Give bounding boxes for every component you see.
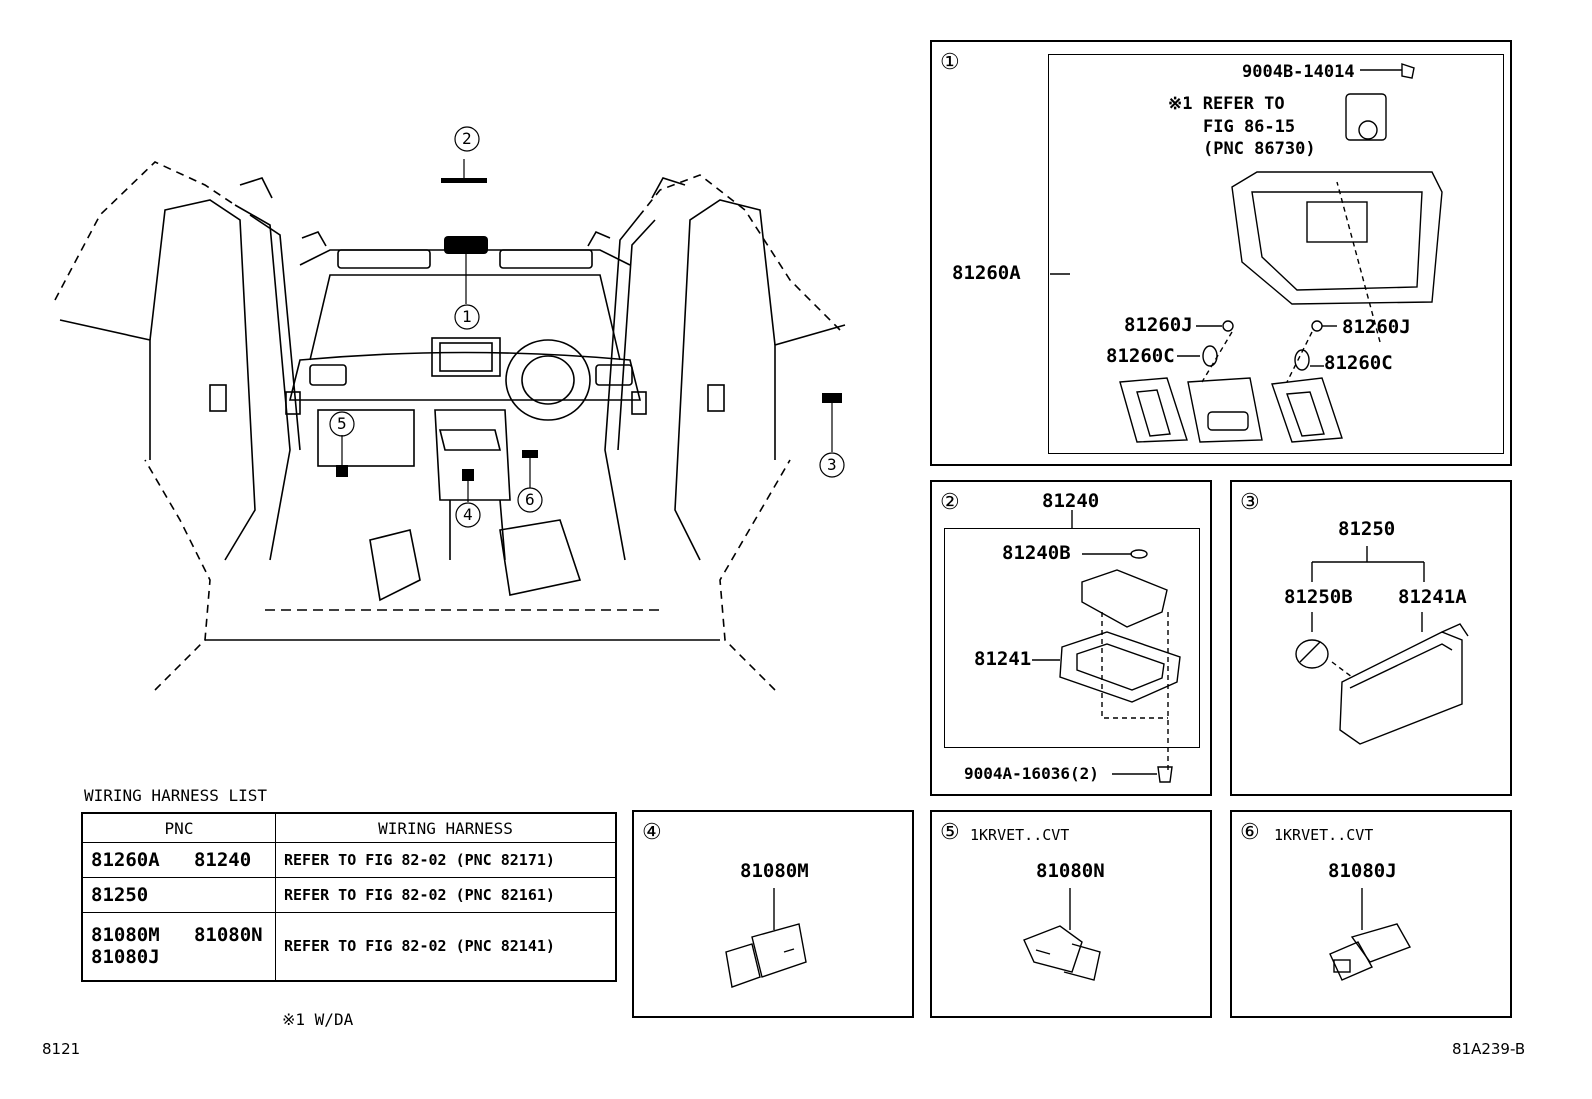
- row-pnc: 81260A 81240: [81, 842, 276, 878]
- panel-2: ② 81240 81240B 81241 9004A-16036(2): [930, 480, 1212, 796]
- label-81260C-left: 81260C: [1106, 345, 1175, 367]
- label-81240: 81240: [1042, 490, 1100, 512]
- harness-table: PNC WIRING HARNESS 81260A 81240 REFER TO…: [81, 812, 617, 982]
- panel-3: ③ 81250 81250B 81241A: [1230, 480, 1512, 796]
- panel-5-number: ⑤: [940, 820, 960, 845]
- panel-4-number: ④: [642, 820, 662, 845]
- interior-overview-drawing: [54, 126, 846, 691]
- harness-list-title: WIRING HARNESS LIST: [84, 786, 268, 805]
- page-code-right: 81A239-B: [1452, 1040, 1526, 1058]
- label-81250B: 81250B: [1284, 586, 1353, 608]
- row-pnc: 81250: [81, 876, 276, 913]
- table-row: 81260A 81240 REFER TO FIG 82-02 (PNC 821…: [81, 842, 617, 878]
- row-ref-text: REFER TO FIG 82-02: [284, 885, 447, 904]
- room-lamp-drawing: [1032, 510, 1181, 783]
- panel-2-inner-frame: [944, 528, 1200, 748]
- table-row: 81250 REFER TO FIG 82-02 (PNC 82161): [81, 876, 617, 913]
- page-code-left: 8121: [42, 1040, 81, 1058]
- row-ref: REFER TO FIG 82-02 (PNC 82141): [275, 911, 617, 982]
- label-81241: 81241: [974, 648, 1032, 670]
- label-81260C-right: 81260C: [1324, 352, 1393, 374]
- panel-3-number: ③: [1240, 490, 1260, 515]
- panel-5: ⑤ 1KRVET..CVT 81080N: [930, 810, 1212, 1018]
- note-refer-line2: FIG 86-15: [1203, 117, 1296, 137]
- luggage-lamp-drawing: [1295, 546, 1469, 745]
- callout-1-label: 1: [462, 307, 472, 326]
- panel-1: ① 90: [930, 40, 1512, 466]
- row-pnc-line: 81080M 81080N: [91, 924, 263, 947]
- label-81260A: 81260A: [952, 262, 1021, 284]
- row-ref-pnc: (PNC 82141): [455, 937, 555, 956]
- note-refer-line3: (PNC 86730): [1203, 139, 1316, 159]
- row-ref: REFER TO FIG 82-02 (PNC 82171): [275, 842, 617, 878]
- callout-5-label: 5: [337, 414, 347, 433]
- row-pnc-line: 81080J: [91, 946, 160, 969]
- label-81240B: 81240B: [1002, 542, 1071, 564]
- label-81241A: 81241A: [1398, 586, 1467, 608]
- header-wiring-harness: WIRING HARNESS: [275, 812, 617, 843]
- header-pnc: PNC: [81, 812, 276, 843]
- label-81080M: 81080M: [740, 860, 809, 882]
- note-refer-line1: ※1 REFER TO: [1168, 94, 1285, 114]
- overhead-lamp-drawing: [1050, 63, 1443, 443]
- callout-2-label: 2: [462, 129, 472, 148]
- callout-4-label: 4: [463, 505, 473, 524]
- row-ref-text: REFER TO FIG 82-02: [284, 850, 447, 869]
- panel-2-number: ②: [940, 490, 960, 515]
- callout-6-label: 6: [525, 490, 535, 509]
- panel-1-number: ①: [940, 50, 960, 75]
- panel-6: ⑥ 1KRVET..CVT 81080J: [1230, 810, 1512, 1018]
- row-pnc-line: 81250: [91, 883, 149, 906]
- footnote: ※1 W/DA: [282, 1010, 354, 1029]
- row-pnc-line: 81260A 81240: [91, 848, 252, 871]
- label-81260J-right: 81260J: [1342, 316, 1411, 338]
- label-9004A-16036: 9004A-16036(2): [964, 764, 1099, 783]
- row-ref-pnc: (PNC 82161): [455, 885, 555, 904]
- harness-table-header: PNC WIRING HARNESS: [81, 812, 617, 843]
- row-ref: REFER TO FIG 82-02 (PNC 82161): [275, 876, 617, 913]
- connector-81080J-drawing: [1329, 888, 1412, 981]
- panel-6-number: ⑥: [1240, 820, 1260, 845]
- panel-1-inner-frame: [1048, 54, 1504, 454]
- row-ref-text: REFER TO FIG 82-02: [284, 937, 447, 956]
- label-9004B-14014: 9004B-14014: [1242, 62, 1355, 82]
- label-81250: 81250: [1338, 518, 1396, 540]
- label-81080J: 81080J: [1328, 860, 1397, 882]
- row-ref-pnc: (PNC 82171): [455, 850, 555, 869]
- label-81080N: 81080N: [1036, 860, 1105, 882]
- panel-4: ④ 81080M: [632, 810, 914, 1018]
- callout-3-label: 3: [827, 455, 837, 474]
- connector-81080N-drawing: [1023, 888, 1101, 981]
- panel-5-condition: 1KRVET..CVT: [970, 826, 1070, 844]
- panel-6-condition: 1KRVET..CVT: [1274, 826, 1374, 844]
- connector-81080M-drawing: [725, 888, 807, 988]
- label-81260J-left: 81260J: [1124, 314, 1193, 336]
